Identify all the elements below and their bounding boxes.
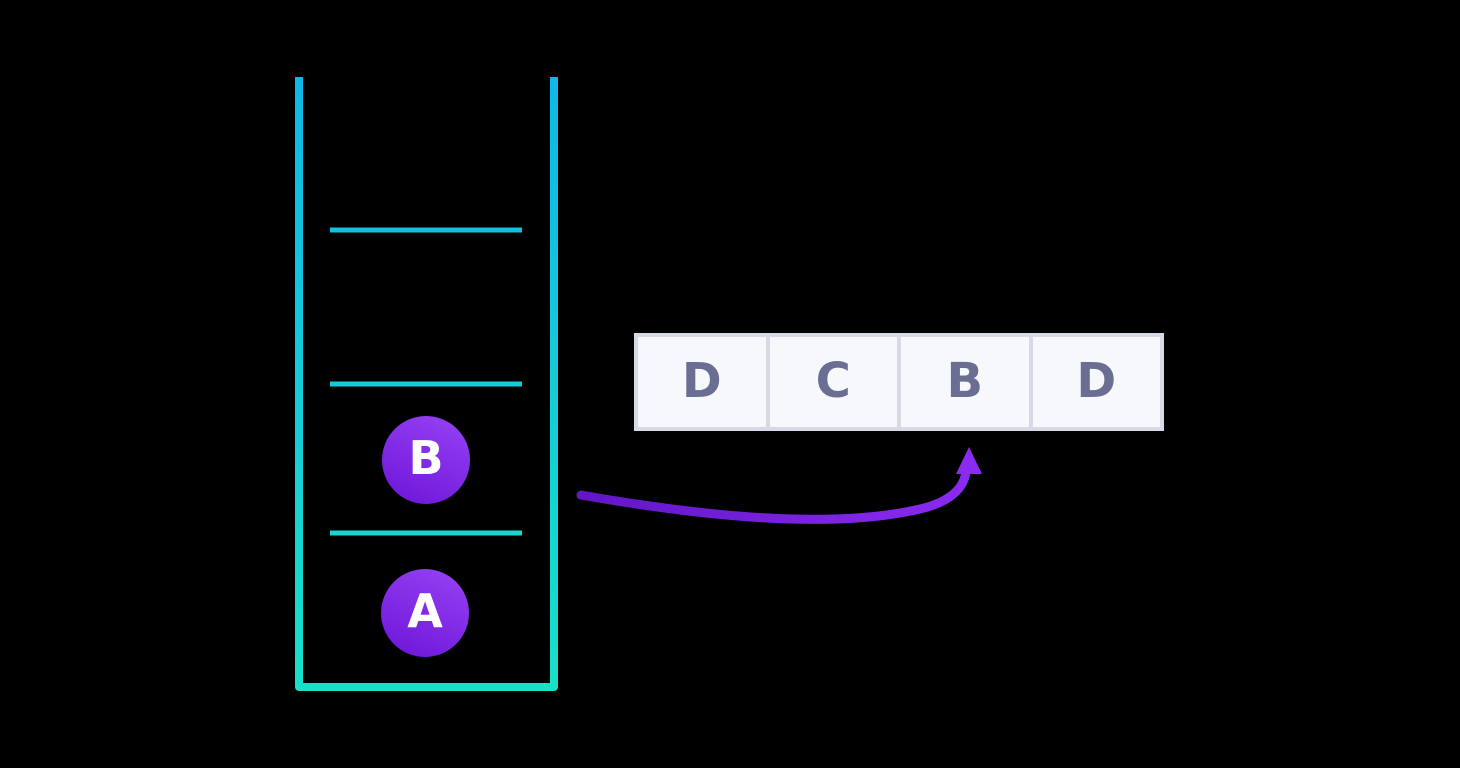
array-cell-label: D [1076,353,1117,409]
stack-item-label: B [408,431,444,485]
array-container: D C B D [634,333,1164,431]
stack-item-b: B [382,416,470,504]
arrow-head-icon [956,447,982,474]
array-cell-label: C [815,353,851,409]
array-cell-3: D [1028,337,1160,427]
array-cell-1: C [765,337,897,427]
array-cell-2: B [897,337,1029,427]
curved-arrow [576,465,971,524]
array-cell-0: D [638,337,766,427]
array-cell-label: B [946,353,984,409]
stack-item-label: A [407,584,443,638]
stack-item-a: A [381,569,469,657]
array-cell-label: D [681,353,722,409]
stack-outline [295,77,558,691]
